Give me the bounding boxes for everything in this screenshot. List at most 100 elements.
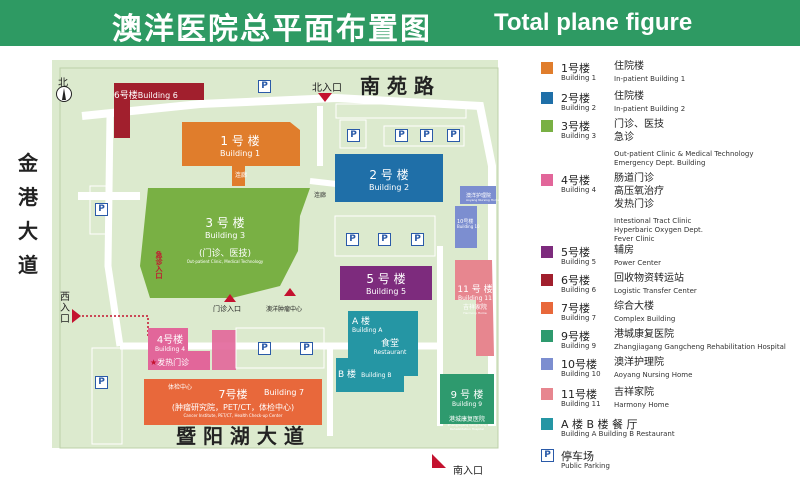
legend-swatch <box>541 418 553 430</box>
legend-building-number: 2号楼 <box>561 92 590 105</box>
parking-icon: P <box>95 203 108 216</box>
road-south <box>52 448 530 500</box>
west-entrance-arrow-icon <box>72 309 81 323</box>
south-entrance-label: 南入口 <box>453 466 483 477</box>
building-1-label: 1 号 楼 Building 1 <box>219 134 261 158</box>
fever-clinic-label: ★发热门诊 <box>150 358 190 367</box>
building-b <box>336 358 404 392</box>
parking-icon: P <box>258 342 271 355</box>
parking-icon: P <box>541 449 554 462</box>
south-entrance-arrow-icon <box>432 454 446 468</box>
road-south-garden: 南 苑 路 <box>360 74 434 98</box>
legend-building-number-en: Building A Building B Restaurant <box>561 430 675 438</box>
legend-description: 港城康复医院 <box>614 329 674 340</box>
legend-building-number-en: Building 10 <box>561 370 601 378</box>
building-10-en-label: Building 10 <box>457 224 480 229</box>
legend-building-number: 10号楼 <box>561 358 597 371</box>
legend-building-number-en: Public Parking <box>561 462 610 470</box>
legend-description: 辅房 <box>614 245 634 256</box>
legend-description: 门诊、医技 <box>614 119 664 130</box>
legend-building-number: 4号楼 <box>561 174 590 187</box>
building-2 <box>335 154 443 202</box>
legend-description: 发热门诊 <box>614 199 654 210</box>
legend-description-en: Emergency Dept. Building <box>614 159 706 167</box>
legend-building-number: 1号楼 <box>561 62 590 75</box>
nursing-home-en-label: Aoyang Nursing Home <box>466 198 500 202</box>
legend-swatch <box>541 302 553 314</box>
north-label: 北 <box>58 78 68 89</box>
emergency-entrance-label: 急诊入口 <box>155 251 163 279</box>
building-9 <box>440 374 494 424</box>
legend-description: 吉祥家院 <box>614 387 654 398</box>
legend-description-en: In-patient Building 1 <box>614 75 686 83</box>
legend-swatch <box>541 274 553 286</box>
parking-icon: P <box>420 129 433 142</box>
building-b-label: B 楼 Building B <box>338 370 392 380</box>
road-east <box>498 46 530 500</box>
legend-description: 回收物资转运站 <box>614 273 684 284</box>
building-10 <box>455 206 477 248</box>
legend-building-number: 11号楼 <box>561 388 597 401</box>
legend-description-en: Fever Clinic <box>614 235 655 243</box>
corridor-label: 连廊 <box>235 172 248 179</box>
legend-swatch <box>541 62 553 74</box>
west-entrance-path <box>78 315 149 336</box>
west-entrance-label: 西入口 <box>60 292 70 325</box>
legend-description-en: Power Center <box>614 259 661 267</box>
building-1 <box>182 122 300 186</box>
legend-description: 澳洋护理院 <box>614 357 664 368</box>
building-7 <box>144 379 322 425</box>
nursing-home-top <box>460 186 496 204</box>
legend-swatch <box>541 330 553 342</box>
title-bar: 澳洋医院总平面布置图 Total plane figure <box>0 0 800 47</box>
legend-swatch <box>541 358 553 370</box>
parking-icon: P <box>395 129 408 142</box>
legend-swatch <box>541 388 553 400</box>
legend-building-number-en: Building 3 <box>561 132 597 140</box>
building-3 <box>140 188 310 298</box>
parking-icon: P <box>447 129 460 142</box>
checkup-entrance-label: 体检中心 <box>168 384 193 391</box>
legend-description-en: Aoyang Nursing Home <box>614 371 693 379</box>
legend-swatch <box>541 246 553 258</box>
building-4-annex <box>212 330 236 370</box>
map-drawing <box>0 46 530 500</box>
legend-description: 住院楼 <box>614 61 644 72</box>
legend-building-number-en: Building 9 <box>561 342 597 350</box>
parking-icon: P <box>258 80 271 93</box>
legend-building-number-en: Building 2 <box>561 104 597 112</box>
parking-icon: P <box>95 376 108 389</box>
legend-swatch <box>541 92 553 104</box>
parking-icon: P <box>300 342 313 355</box>
parking-icon: P <box>411 233 424 246</box>
legend-description: 综合大楼 <box>614 301 654 312</box>
legend-building-number: 5号楼 <box>561 246 590 259</box>
north-entrance-label: 北入口 <box>312 83 342 94</box>
road-west <box>0 46 52 500</box>
legend-building-number-en: Building 6 <box>561 286 597 294</box>
legend-swatch <box>541 174 553 186</box>
road-jiyanghu: 暨 阳 湖 大 道 <box>176 424 304 448</box>
building-6-label: 6号楼Building 6 <box>114 91 178 101</box>
clinic-entrance-label: 门诊入口 <box>213 305 241 313</box>
map-title-english: Total plane figure <box>494 9 693 36</box>
north-entrance-arrow-icon <box>318 93 332 102</box>
legend-building-number-en: Building 7 <box>561 314 597 322</box>
legend-description-en: Zhangjiagang Gangcheng Rehabilitation Ho… <box>614 343 786 351</box>
oncology-center-label: 澳洋肿瘤中心 <box>266 306 303 313</box>
building-3-label: 3 号 楼 Building 3 (门诊、医技) Out-patient Cli… <box>186 216 264 264</box>
restaurant-label: 食堂 Restaurant <box>373 339 407 356</box>
road-top <box>0 46 530 60</box>
legend-description-en: Harmony Home <box>614 401 669 409</box>
legend-building-number-en: Building 1 <box>561 74 597 82</box>
legend-description-en: Hyperbaric Oxygen Dept. <box>614 226 703 234</box>
legend-building-number: 3号楼 <box>561 120 590 133</box>
building-a-label: A 楼 Building A <box>352 317 383 334</box>
nursing-home-label: 澳洋护理院 <box>466 193 492 199</box>
parking-icon: P <box>347 129 360 142</box>
legend-description-en: Complex Building <box>614 315 676 323</box>
legend-building-number-en: Building 4 <box>561 186 597 194</box>
legend-description-en: Intestional Tract Clinic <box>614 217 692 225</box>
legend-building-number: A 楼 B 楼 餐 厅 <box>561 418 638 431</box>
building-9-label: 9 号 楼 Building 9 港城康复医院 Zhangjiagang Gan… <box>447 390 487 431</box>
